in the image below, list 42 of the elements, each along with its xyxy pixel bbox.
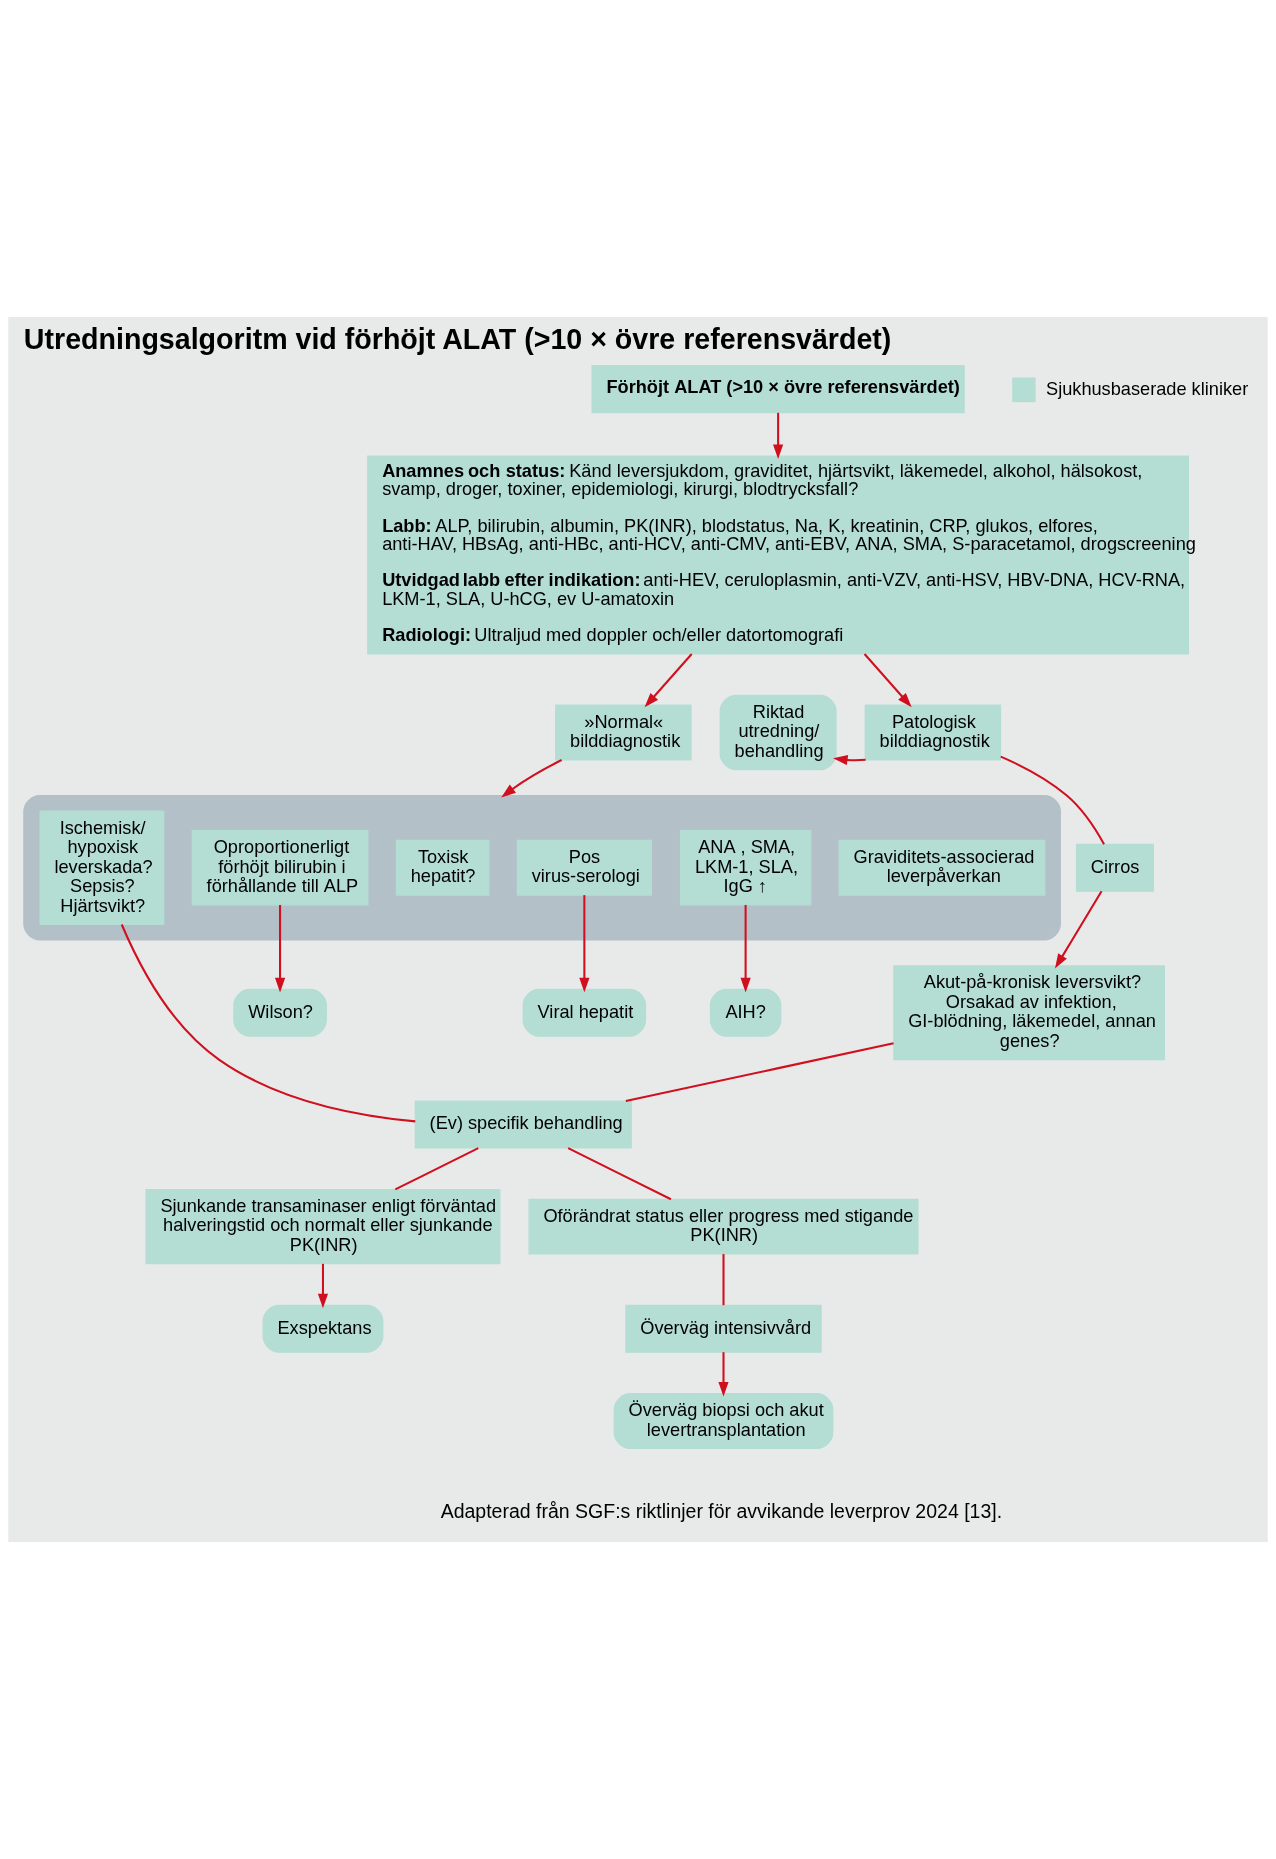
connector bbox=[722, 1254, 725, 1306]
arrow bbox=[317, 1263, 329, 1309]
diagram-title: Utredningsalgoritm vid förhöjt ALAT (>10 × övre referensvärdet) bbox=[23, 322, 892, 355]
arrow bbox=[833, 754, 866, 766]
arrow bbox=[274, 904, 286, 993]
arrow bbox=[718, 1352, 729, 1397]
arrow bbox=[501, 759, 563, 798]
cluster bbox=[23, 794, 1061, 941]
node-box: Överväg biopsi och akut levertransplantation bbox=[613, 1393, 834, 1449]
connector bbox=[1000, 755, 1105, 845]
node-box: Sjunkande transaminaser enligt förväntad halveringstid och normalt eller sjunkande PK(INR) bbox=[145, 1188, 501, 1265]
node-box: ANA , SMA, LKM-1, SLA, IgG ↑ bbox=[679, 830, 812, 906]
node-box: Akut-på-kronisk leversvikt? Orsakad av infektion, GI-blödning, läkemedel, annan genes? bbox=[893, 965, 1165, 1061]
node-box: Graviditets-associerad leverpåverkan bbox=[838, 839, 1046, 896]
node-box: Ischemisk/ hypoxisk leverskada? Sepsis? Hjärtsvikt? bbox=[39, 810, 165, 925]
connector bbox=[394, 1147, 479, 1191]
node-box: Toxisk hepatit? bbox=[395, 839, 490, 896]
node-box: Cirros bbox=[1075, 843, 1154, 892]
connector bbox=[120, 924, 416, 1123]
node-box: Överväg intensivvård bbox=[625, 1304, 822, 1353]
node-box: Förhöjt ALAT (>10 × övre referensvärdet) bbox=[591, 365, 965, 414]
arrow bbox=[740, 904, 751, 993]
node-box: Viral hepatit bbox=[522, 988, 647, 1037]
node-box: Pos virus-serologi bbox=[516, 839, 652, 896]
node-box: Patologisk bilddiagnostik bbox=[864, 704, 1002, 761]
arrow bbox=[644, 653, 693, 708]
caption: Adapterad från SGF:s riktlinjer för avvikande leverprov 2024 [13]. bbox=[440, 1499, 1003, 1522]
node-box: »Normal« bilddiagnostik bbox=[555, 704, 692, 761]
connector bbox=[567, 1147, 672, 1201]
node-box: AIH? bbox=[709, 988, 782, 1037]
node-box: Oproportionerligt förhöjt bilirubin i förhållande till ALP bbox=[191, 830, 369, 906]
node-box: Riktad utredning/ behandling bbox=[719, 694, 837, 771]
node-box: Oförändrat status eller progress med stigande PK(INR) bbox=[528, 1198, 919, 1255]
node-box: (Ev) specifik behandling bbox=[414, 1100, 632, 1149]
legend-label: Sjukhusbaserade kliniker bbox=[1046, 378, 1249, 399]
connector bbox=[625, 1042, 894, 1103]
arrow bbox=[579, 895, 590, 993]
arrow bbox=[773, 412, 784, 459]
node-box: Exspektans bbox=[262, 1304, 384, 1353]
node-box: Wilson? bbox=[233, 988, 327, 1037]
arrow bbox=[1055, 890, 1103, 969]
arrow bbox=[863, 653, 912, 708]
